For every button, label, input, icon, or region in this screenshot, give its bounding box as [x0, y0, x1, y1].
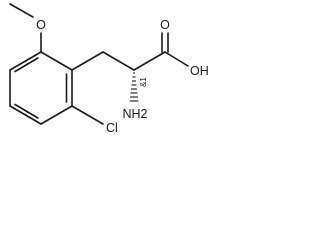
bond-methoxy-o-to-methyl	[9, 3, 34, 18]
bond-ring-to-ch2	[71, 51, 104, 71]
ring-bond-c1-c2	[40, 51, 73, 71]
chlorine-label: Cl	[106, 121, 118, 135]
ring-double-bond-c6-c1	[14, 57, 39, 73]
bond-ch2-to-alpha-c	[102, 51, 135, 71]
ring-bond-c3-c4	[40, 105, 73, 125]
ring-bond-c4-c5	[9, 105, 42, 125]
stereo-descriptor-label: &1	[139, 77, 148, 87]
bond-alpha-c-to-carboxyl-c	[133, 51, 166, 71]
bond-carboxyl-c-to-oh	[164, 51, 189, 67]
hashed-wedge-bond	[129, 72, 139, 102]
carbonyl-oxygen-label: O	[160, 18, 170, 32]
molecule-structure: O O OH NH2 Cl &1	[9, 3, 209, 135]
bond-ring-to-chlorine	[71, 105, 104, 125]
amine-label: NH2	[122, 107, 147, 121]
ring-double-bond-c4-c5	[14, 103, 39, 119]
benzene-ring	[9, 51, 73, 125]
methoxy-oxygen-label: O	[36, 18, 46, 32]
hydroxyl-label: OH	[190, 64, 209, 78]
ring-bond-c6-c1	[9, 51, 42, 71]
